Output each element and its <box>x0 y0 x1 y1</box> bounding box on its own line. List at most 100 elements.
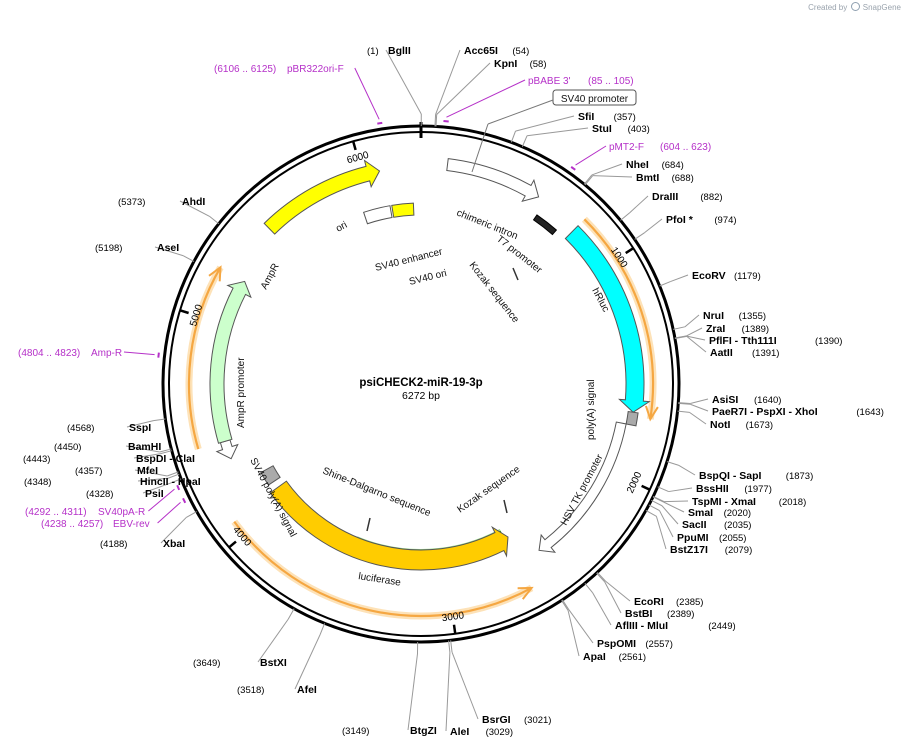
site-leader-asei <box>154 246 184 257</box>
site-leader-acc65i <box>435 49 461 115</box>
site-stem-asisi <box>678 402 691 404</box>
feature-label-ampr-promoter: AmpR promoter <box>236 357 247 428</box>
site-leader-afei <box>294 634 321 690</box>
primer-leader-pbabe-3 <box>446 79 526 118</box>
site-name-bstz17i: BstZ17I <box>670 544 708 556</box>
site-leader-bsshii <box>668 487 693 493</box>
feature-sv40-poly-a-signal <box>260 465 281 486</box>
site-stem-ppumi <box>648 504 660 512</box>
site-stem-alei <box>448 640 451 653</box>
primer-range-ebv-rev: (4238 .. 4257) <box>41 519 103 530</box>
inner-label-shine-dalgarno: Shine-Dalgarno sequence <box>321 466 433 520</box>
site-pos-bspqi-sapi: (1873) <box>786 471 813 482</box>
primer-name-pmt2-f: pMT2-F <box>609 142 644 153</box>
site-leader-nrui <box>684 314 700 328</box>
site-leader-ppumi <box>659 510 674 538</box>
inner-label-sv40-enhancer: SV40 enhancer <box>374 246 444 274</box>
feature-hsv-tk-promoter <box>538 421 627 553</box>
primer-mark-pbr322ori-f <box>377 121 383 125</box>
site-name-paer7i-pspxi-xhoi: PaeR7I - PspXI - XhoI <box>712 406 818 418</box>
site-stem-paer7i-pspxi-xhoi <box>678 402 691 405</box>
site-leader-pfoi <box>644 218 663 234</box>
site-name-pfoi: PfoI * <box>666 214 694 226</box>
orf-arrowhead-0 <box>644 405 659 422</box>
site-name-pspomi: PspOMI <box>597 638 636 650</box>
plasmid-length: 6272 bp <box>402 390 440 402</box>
site-leader-bspdi-clai <box>133 453 161 459</box>
site-name-asisi: AsiSI <box>712 394 738 406</box>
orf-arc-2 <box>187 266 222 450</box>
site-leader-bstxi <box>257 618 289 663</box>
site-name-alei: AleI <box>450 726 469 738</box>
primer-name-ebv-rev: EBV-rev <box>113 519 150 530</box>
inner-label-kozak-2: Kozak sequence <box>455 464 522 516</box>
site-stem-afei <box>319 623 326 635</box>
site-name-psii: PsiI <box>145 488 164 500</box>
site-leader-psii <box>142 482 171 494</box>
site-leader-sspi <box>126 420 154 428</box>
feature-ampr <box>209 280 252 444</box>
orf-arrowhead-1 <box>517 586 534 600</box>
site-stem-afliii-mlui <box>584 582 593 593</box>
site-pos-nrui: (1355) <box>739 311 766 322</box>
site-pos-pspomi: (2557) <box>645 639 672 650</box>
feature-label-ampr: AmpR <box>259 262 282 292</box>
site-stem-ahdi <box>209 215 220 225</box>
site-name-mfei: MfeI <box>137 465 158 477</box>
site-name-sfii: SfiI <box>578 111 594 123</box>
site-pos-psii: (4328) <box>86 489 113 500</box>
site-pos-ecorv: (1179) <box>734 271 761 282</box>
site-pos-bstbi: (2389) <box>667 609 694 620</box>
site-stem-mfei <box>166 471 179 477</box>
primer-leader-amp-r <box>123 351 155 356</box>
feature-ori <box>263 159 381 235</box>
primer-range-pbabe-3: (85 .. 105) <box>588 76 634 87</box>
site-pos-aatii: (1391) <box>752 348 779 359</box>
site-pos-sspi: (4568) <box>67 423 94 434</box>
site-name-bglii: BglII <box>388 45 411 57</box>
site-stem-bamhi <box>159 448 172 453</box>
site-pos-zrai: (1389) <box>742 324 769 335</box>
site-stem-bstxi <box>287 608 295 620</box>
site-pos-hincii-hpai: (4348) <box>24 477 51 488</box>
credit-brand: SnapGene <box>862 3 901 12</box>
site-name-kpni: KpnI <box>494 58 517 70</box>
site-pos-alei: (3029) <box>486 727 513 738</box>
site-stem-apai <box>561 600 569 611</box>
site-leader-afliii-mlui <box>592 592 612 626</box>
site-stem-sacii <box>651 499 663 507</box>
site-leader-kpni <box>436 62 491 115</box>
site-name-afliii-mlui: AflIII - MluI <box>615 620 668 632</box>
site-pos-stui: (403) <box>628 124 650 135</box>
primer-name-pbabe-3: pBABE 3' <box>528 76 571 87</box>
site-pos-mfei: (4357) <box>75 466 102 477</box>
site-name-acc65i: Acc65I <box>464 45 498 57</box>
site-leader-bstbi <box>604 581 622 614</box>
site-pos-apai: (2561) <box>619 652 646 663</box>
site-pos-acc65i: (54) <box>512 46 529 57</box>
primer-leader-ebv-rev <box>157 501 181 524</box>
site-name-stui: StuI <box>592 123 612 135</box>
tick-6000 <box>351 140 357 151</box>
tick-label-2000: 2000 <box>625 470 644 495</box>
sv40-promoter-box <box>552 89 637 106</box>
primer-leader-pmt2-f <box>575 145 607 166</box>
site-stem-noti <box>677 410 690 413</box>
site-pos-ecori: (2385) <box>676 597 703 608</box>
sv40-promoter-leader <box>471 123 489 173</box>
primer-name-pbr322ori-f: pBR322ori-F <box>287 64 344 75</box>
site-stem-smai <box>652 496 665 503</box>
primer-range-amp-r: (4804 .. 4823) <box>18 348 80 359</box>
primer-mark-ebv-rev <box>182 497 187 504</box>
orf-arc-0 <box>583 218 655 420</box>
site-leader-pflfi-tth111i <box>686 335 706 341</box>
site-stem-stui <box>521 135 528 147</box>
primer-mark-sv40pa-r <box>176 484 181 491</box>
site-pos-pflfi-tth111i: (1390) <box>815 336 842 347</box>
site-pos-bsrgi: (3021) <box>524 715 551 726</box>
site-leader-draiii <box>629 195 649 214</box>
site-stem-bstz17i <box>645 509 657 517</box>
primer-mark-amp-r <box>157 352 160 358</box>
snapgene-credit: Created by SnapGene <box>808 2 901 12</box>
site-stem-bspqi-sapi <box>666 461 679 466</box>
